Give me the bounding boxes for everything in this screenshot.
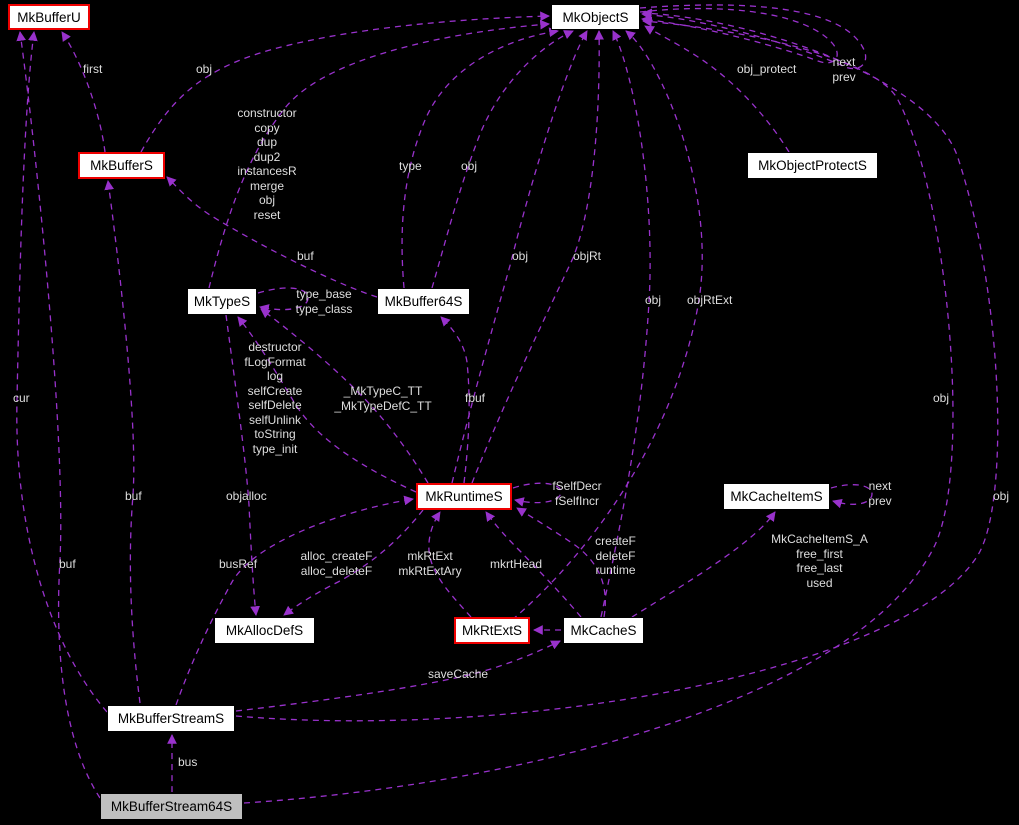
node-mkbufferu[interactable]: MkBufferU [8, 4, 90, 30]
node-mkbuffers[interactable]: MkBufferS [78, 152, 165, 179]
edge-label-cur: cur [13, 391, 30, 405]
edge-label-obj-runtime: obj [512, 249, 529, 263]
node-mkcacheitems[interactable]: MkCacheItemS [723, 483, 830, 510]
edge-label-ctor-group: constructor copy dup dup2 instancesR mer… [237, 106, 297, 222]
edge-label-obj-right-upper: obj [933, 391, 950, 405]
edge-label-fbuf: fbuf [465, 391, 486, 405]
edge-label-cacheitem-group: MkCacheItemS_A free_first free_last used [771, 532, 868, 590]
edge-cacheitem-self-loop [830, 484, 873, 509]
edge-mkrthead [485, 511, 582, 618]
edge-label-buf-bottom-left: buf [59, 557, 76, 571]
edge-label-objrt: objRt [573, 249, 602, 263]
edge-label-obj-buffer64: obj [461, 159, 478, 173]
edge-cur [16, 31, 108, 713]
node-mkbuffer64s[interactable]: MkBuffer64S [377, 288, 470, 315]
edge-obj-top-left [140, 11, 550, 153]
edge-next-top [639, 7, 838, 64]
edge-buf-mid [166, 176, 378, 298]
node-mkobjects[interactable]: MkObjectS [551, 4, 640, 30]
edge-label-next-prev-cacheitem: next prev [868, 479, 892, 508]
edge-label-savecache: saveCache [428, 667, 489, 681]
edge-objrt [471, 30, 605, 484]
edge-label-bus: bus [178, 755, 198, 769]
edge-label-objalloc: objalloc [226, 489, 267, 503]
node-mkallocdefs[interactable]: MkAllocDefS [214, 617, 315, 644]
edge-type-self-loop [257, 287, 309, 314]
edge-label-busref: busRef [219, 557, 258, 571]
edge-obj-cache [600, 30, 651, 618]
edge-ctor-group [208, 19, 550, 289]
edge-busref [175, 495, 414, 706]
edge-label-type: type [399, 159, 422, 173]
edge-cacheitem-group [631, 511, 776, 618]
node-mkrtexts[interactable]: MkRtExtS [454, 617, 530, 644]
edge-objrtext [511, 30, 703, 621]
edge-createf-group [516, 507, 606, 618]
edge-label-obj-top-left: obj [196, 62, 213, 76]
edge-label-dtor-group: destructor fLogFormat log selfCreate sel… [244, 340, 306, 456]
edge-label-objrtext: objRtExt [687, 293, 733, 307]
edge-label-next-prev-top: next prev [832, 55, 856, 84]
edge-label-buf-mid: buf [297, 249, 314, 263]
node-mktypes[interactable]: MkTypeS [187, 288, 257, 315]
edge-label-obj-protect: obj_protect [737, 62, 797, 76]
node-mkbufferstream64s[interactable]: MkBufferStream64S [100, 793, 243, 820]
edge-label-obj-right-lower: obj [993, 489, 1010, 503]
edge-mktypec-group [260, 308, 429, 484]
edge-savecache [235, 640, 561, 712]
edge-objalloc [225, 314, 260, 616]
edge-buf-bottom-left [16, 31, 101, 799]
edge-label-mkrtext-group: mkRtExt mkRtExtAry [398, 549, 462, 578]
node-mkruntimes[interactable]: MkRuntimeS [416, 483, 512, 510]
edge-label-alloc-group: alloc_createF alloc_deleteF [300, 549, 373, 578]
edge-fbuf [440, 316, 470, 484]
edge-label-buf-left-mid: buf [125, 489, 142, 503]
edge-first [61, 31, 106, 153]
edge-buf-left-mid [104, 180, 141, 704]
edge-obj-buffer64 [431, 30, 574, 289]
edge-fself-loop [512, 482, 562, 507]
edge-obj-right-lower [235, 8, 999, 722]
edge-obj-protect [644, 25, 790, 153]
node-mkbufferstreams[interactable]: MkBufferStreamS [107, 705, 235, 732]
edge-label-obj-cache: obj [645, 293, 662, 307]
edge-label-mktypec-group: _MkTypeC_TT _MkTypeDefC_TT [334, 384, 432, 413]
edge-label-mkrthead: mkrtHead [490, 557, 543, 571]
edge-label-type-base-class: type_base type_class [295, 287, 353, 316]
node-mkobjectprotects[interactable]: MkObjectProtectS [747, 152, 878, 179]
edge-label-first: first [83, 62, 103, 76]
node-mkcaches[interactable]: MkCacheS [563, 617, 644, 644]
edge-mkrtext-group [428, 511, 472, 618]
edge-label-fself-group: fSelfDecr fSelfIncr [552, 479, 602, 508]
edge-type [401, 27, 559, 289]
edge-label-createf-group: createF deleteF runtime [595, 534, 636, 577]
edge-obj-runtime [451, 30, 588, 484]
edge-dtor-group [237, 316, 417, 493]
